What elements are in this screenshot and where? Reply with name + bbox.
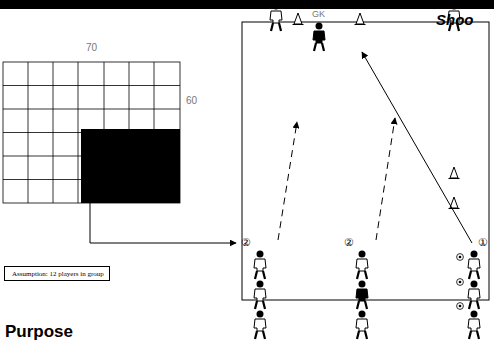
group-number: ① <box>478 237 488 248</box>
keeper-label: GK <box>312 10 325 19</box>
height-dimension: 60 <box>186 96 197 106</box>
note-box: Assumption: 12 players in group <box>4 266 110 281</box>
width-dimension: 70 <box>86 43 97 53</box>
group-number: ② <box>241 237 251 248</box>
note-text: Assumption: 12 players in group <box>12 271 109 278</box>
page-title: Shoo <box>436 12 474 27</box>
section-heading: Purpose <box>5 323 73 340</box>
group-number: ② <box>344 237 354 248</box>
